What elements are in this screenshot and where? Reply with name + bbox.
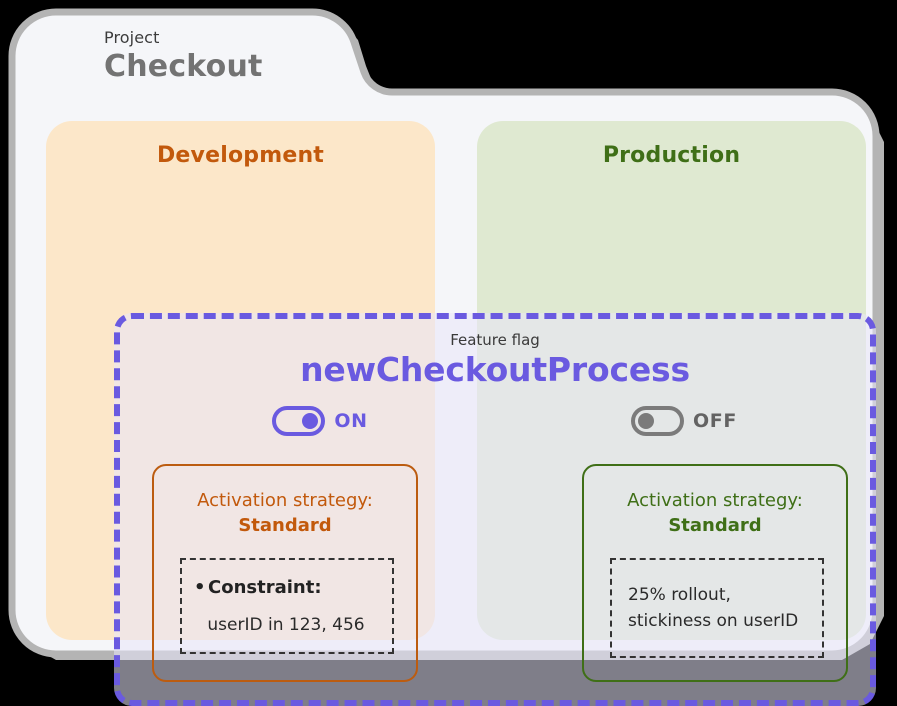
strategy-heading-development: Activation strategy: Standard (154, 488, 416, 538)
toggle-switch-production[interactable] (631, 406, 685, 436)
constraint-box-development: Constraint: userID in 123, 456 (180, 558, 394, 654)
strategy-label-development: Activation strategy: (197, 490, 373, 511)
strategy-value-development: Standard (238, 515, 332, 536)
toggle-knob-icon (302, 413, 319, 429)
constraint-heading: Constraint: (194, 576, 378, 600)
rollout-line-1: 25% rollout, (628, 585, 731, 605)
environment-title-production: Production (602, 143, 741, 168)
environment-title-development: Development (156, 143, 325, 168)
project-header: Project Checkout (104, 28, 364, 85)
strategy-heading-production: Activation strategy: Standard (584, 488, 846, 538)
toggle-state-label-development: ON (334, 410, 368, 432)
rollout-box-production: 25% rollout, stickiness on userID (610, 558, 824, 658)
constraint-value: userID in 123, 456 (207, 615, 365, 635)
project-kicker: Project (104, 28, 160, 47)
diagram-canvas: Project Checkout Development Production … (0, 0, 897, 673)
feature-flag-label: Feature flag (450, 331, 540, 349)
feature-flag-name: newCheckoutProcess (300, 350, 690, 389)
toggle-row-production: OFF (506, 404, 862, 438)
toggle-knob-icon (638, 413, 655, 429)
feature-flag-box: Feature flag newCheckoutProcess ON OFF (114, 313, 876, 706)
toggle-switch-development[interactable] (272, 406, 326, 436)
toggle-state-label-production: OFF (693, 410, 737, 432)
rollout-line-2: stickiness on userID (628, 611, 799, 631)
project-title: Checkout (104, 49, 263, 84)
environments-container: Development Production Feature flag newC… (46, 121, 876, 706)
strategy-value-production: Standard (668, 515, 762, 536)
strategy-label-production: Activation strategy: (627, 490, 803, 511)
activation-strategy-development[interactable]: Activation strategy: Standard Constraint… (152, 464, 418, 682)
project-folder-card: Project Checkout Development Production … (8, 8, 884, 706)
toggle-row-development: ON (142, 404, 498, 438)
activation-strategy-production[interactable]: Activation strategy: Standard 25% rollou… (582, 464, 848, 682)
